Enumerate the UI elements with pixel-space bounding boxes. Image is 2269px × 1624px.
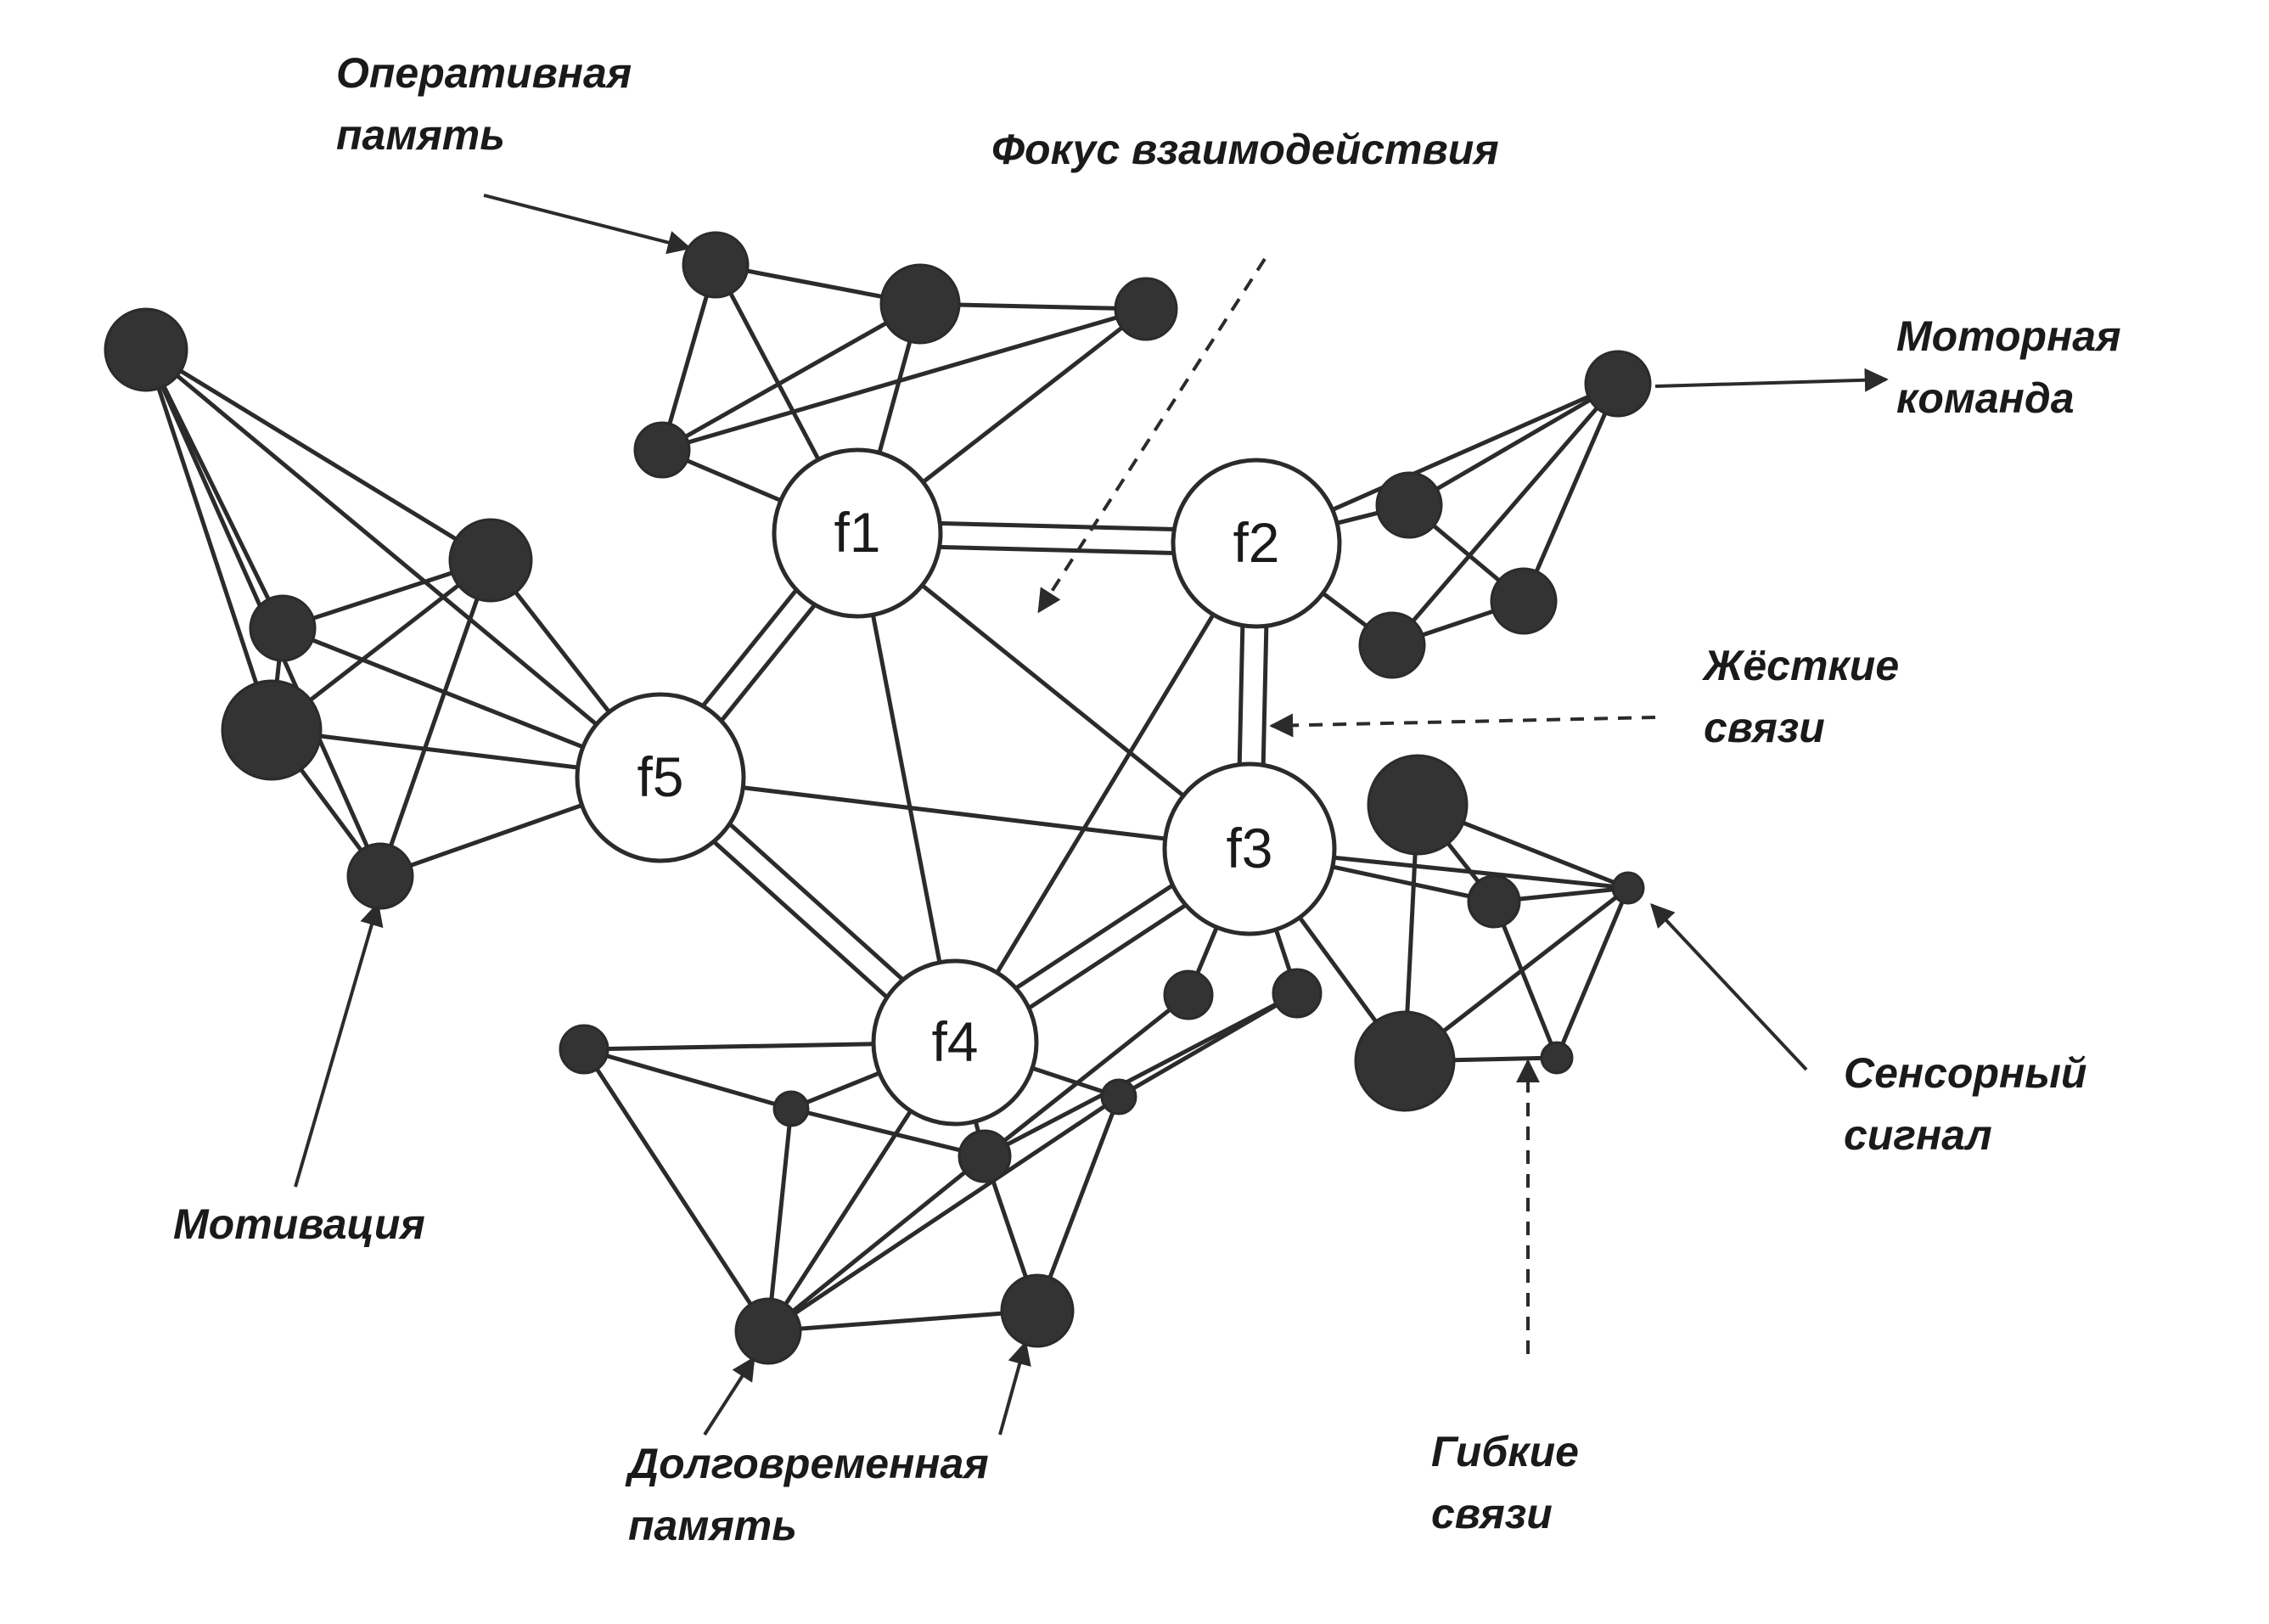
network-node <box>1100 1078 1137 1115</box>
network-node <box>1354 1010 1456 1112</box>
label-line: связи <box>1704 703 1825 751</box>
network-node <box>1540 1041 1574 1075</box>
network-node <box>1000 1273 1075 1348</box>
flexible-link <box>1521 383 1620 602</box>
network-node <box>1163 969 1214 1020</box>
flexible-link <box>378 559 493 877</box>
network-node <box>1584 350 1652 418</box>
hub-label-f2: f2 <box>1233 511 1279 574</box>
flexible-link <box>1407 381 1620 508</box>
long-term-memory-arrow-left <box>703 1356 755 1436</box>
hub-f5 <box>575 692 746 863</box>
flexible-link <box>983 993 1190 1158</box>
label-interaction-focus: Фокус взаимодействия <box>991 119 1499 181</box>
network-node <box>221 679 323 781</box>
flexible-link <box>144 348 662 779</box>
network-node <box>958 1129 1012 1183</box>
label-line: Моторная <box>1896 312 2121 360</box>
motor-command-arrow <box>1654 368 1889 392</box>
hub-f4 <box>871 958 1039 1127</box>
hub-label-f1: f1 <box>834 501 880 564</box>
network-node <box>1272 968 1323 1019</box>
network-node <box>1490 567 1558 635</box>
flexible-link <box>581 1048 771 1333</box>
label-line: Долговременная <box>628 1440 989 1487</box>
flexible-link <box>766 1108 794 1332</box>
hub-f1 <box>772 447 943 619</box>
flexible-link <box>983 991 1299 1159</box>
network-node <box>682 231 750 299</box>
hub-label-f4: f4 <box>931 1010 978 1073</box>
motivation-arrow <box>294 902 384 1188</box>
network-node <box>879 263 961 345</box>
network-node <box>633 421 691 479</box>
hub-label-f3: f3 <box>1226 817 1272 879</box>
flexible-link <box>767 1094 1120 1334</box>
rigid-links-arrow <box>1269 713 1656 738</box>
network-node <box>559 1024 609 1075</box>
label-line: Оперативная <box>336 49 632 97</box>
flexible-link <box>767 1308 1038 1334</box>
flexible-link <box>767 1155 986 1333</box>
label-line: память <box>628 1501 797 1549</box>
label-rigid-links: Жёсткие связи <box>1704 635 1899 758</box>
flexible-link <box>1117 991 1299 1099</box>
flexible-link <box>1554 887 1631 1059</box>
flexible-link <box>855 532 958 1043</box>
network-node <box>448 518 533 603</box>
label-sensory-signal: Сенсорный сигнал <box>1844 1042 2086 1166</box>
flexible-link <box>661 306 1147 452</box>
long-term-memory-arrow-right <box>998 1340 1031 1436</box>
label-motor-command: Моторная команда <box>1896 306 2121 429</box>
network-node <box>1358 611 1426 679</box>
network-node <box>1375 471 1443 539</box>
flexible-link <box>952 542 1259 1044</box>
nodes-layer <box>104 231 1652 1365</box>
flexible-link <box>1390 382 1620 647</box>
label-motivation: Мотивация <box>173 1194 425 1256</box>
flexible-link <box>144 347 492 563</box>
hubs-layer: f1 f2 f3 f4 f5 <box>575 447 1342 1127</box>
network-node <box>346 842 414 910</box>
sensory-signal-arrow <box>1650 902 1808 1071</box>
flexible-link <box>583 1047 792 1111</box>
label-line: команда <box>1896 374 2075 422</box>
label-working-memory: Оперативная память <box>336 42 632 166</box>
network-node <box>734 1297 802 1365</box>
network-node <box>1367 754 1469 856</box>
label-line: Мотивация <box>173 1200 425 1248</box>
hub-label-f5: f5 <box>637 745 683 808</box>
network-node <box>1114 277 1178 341</box>
flexible-link <box>1035 1096 1121 1312</box>
flexible-link <box>660 775 1250 851</box>
flexible-link <box>660 301 922 452</box>
network-node <box>104 307 188 392</box>
label-line: связи <box>1431 1489 1553 1537</box>
hub-f2 <box>1171 458 1342 629</box>
label-line: память <box>336 110 505 159</box>
label-line: Сенсорный <box>1844 1049 2087 1097</box>
arrows-layer <box>294 194 1889 1436</box>
label-flexible-links: Гибкие связи <box>1431 1421 1579 1544</box>
hub-f3 <box>1162 761 1337 936</box>
label-line: сигнал <box>1844 1110 1992 1159</box>
network-node <box>1467 874 1521 929</box>
working-memory-arrow <box>483 194 692 255</box>
label-long-term-memory: Долговременная память <box>628 1433 989 1556</box>
label-line: Жёсткие <box>1704 642 1900 689</box>
label-line: Фокус взаимодействия <box>991 126 1499 173</box>
network-node <box>772 1090 810 1127</box>
flexible-link <box>143 349 274 731</box>
network-node <box>249 594 317 662</box>
flexible-link <box>1491 901 1559 1059</box>
label-line: Гибкие <box>1431 1428 1579 1475</box>
flexible-link <box>790 1106 986 1159</box>
network-node <box>1611 871 1645 905</box>
